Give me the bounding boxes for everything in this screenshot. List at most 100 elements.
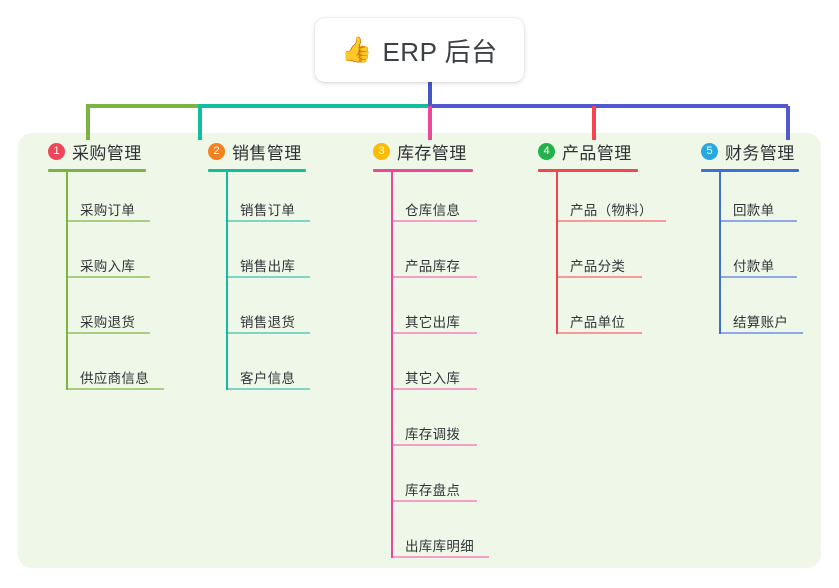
branch-item-label: 产品分类	[570, 259, 626, 274]
branch-item[interactable]: 客户信息	[228, 340, 354, 396]
branch-item[interactable]: 采购入库	[68, 228, 194, 284]
branch-header-2[interactable]: 2 销售管理	[204, 133, 354, 169]
branch-item-label: 销售出库	[240, 259, 296, 274]
branch-stem	[66, 172, 68, 390]
branch-item-label: 付款单	[733, 259, 775, 274]
branch-item-label: 采购入库	[80, 259, 136, 274]
branch-column-4: 4 产品管理产品（物料） 产品分类产品单位	[534, 133, 694, 340]
branch-item[interactable]: 产品（物料）	[558, 172, 694, 228]
branch-header-rule	[373, 169, 473, 172]
branch-item[interactable]: 销售出库	[228, 228, 354, 284]
branch-stem	[226, 172, 228, 390]
branch-items: 采购订单采购入库采购退货供应商信息	[44, 172, 194, 396]
branch-item-rule	[228, 332, 310, 334]
branch-title: 库存管理	[397, 143, 467, 163]
branch-title: 产品管理	[562, 143, 632, 163]
branch-item[interactable]: 其它入库	[393, 340, 529, 396]
branch-stem	[391, 172, 393, 558]
branch-item-label: 仓库信息	[405, 203, 461, 218]
thumbs-up-icon: 👍	[341, 35, 373, 64]
branch-column-3: 3 库存管理仓库信息产品库存其它出库其它入库库存调拨库存盘点出库库明细	[369, 133, 529, 564]
connector-drop-4	[592, 106, 596, 140]
connector-bus-right	[428, 104, 788, 108]
branch-item-label: 采购订单	[80, 203, 136, 218]
branch-item-label: 其它出库	[405, 315, 461, 330]
branch-item-rule	[393, 276, 477, 278]
branch-item-label: 产品（物料）	[570, 203, 653, 218]
branch-item-rule	[393, 332, 477, 334]
branch-number-badge: 1	[48, 142, 65, 160]
branch-stem	[719, 172, 721, 334]
branch-item-rule	[558, 276, 642, 278]
branch-item-label: 结算账户	[733, 315, 789, 330]
branch-item-label: 客户信息	[240, 371, 296, 386]
branch-header-5[interactable]: 5 财务管理	[697, 133, 839, 169]
branch-item[interactable]: 其它出库	[393, 284, 529, 340]
branch-item[interactable]: 销售退货	[228, 284, 354, 340]
branch-item-label: 库存调拨	[405, 427, 461, 442]
branch-column-2: 2 销售管理销售订单销售出库销售退货客户信息	[204, 133, 354, 396]
branch-item-label: 其它入库	[405, 371, 461, 386]
connector-bus-left	[86, 104, 200, 108]
branch-item[interactable]: 付款单	[721, 228, 839, 284]
branch-item[interactable]: 库存调拨	[393, 396, 529, 452]
branch-item[interactable]: 供应商信息	[68, 340, 194, 396]
branch-title: 销售管理	[232, 143, 302, 163]
root-node-card[interactable]: 👍 ERP 后台	[315, 18, 524, 82]
branch-item[interactable]: 结算账户	[721, 284, 839, 340]
branch-header-3[interactable]: 3 库存管理	[369, 133, 529, 169]
branch-item-label: 销售订单	[240, 203, 296, 218]
branch-item-rule	[228, 388, 310, 390]
branch-item-rule	[228, 276, 310, 278]
branch-item-rule	[68, 276, 150, 278]
root-connector-stem	[428, 82, 432, 106]
connector-drop-1	[86, 106, 90, 140]
branch-item[interactable]: 产品分类	[558, 228, 694, 284]
branch-number-badge: 5	[701, 142, 718, 160]
branch-item-rule	[68, 332, 150, 334]
branch-item-rule	[721, 332, 803, 334]
branch-item-rule	[393, 556, 489, 558]
branch-item-label: 回款单	[733, 203, 775, 218]
branch-number-badge: 4	[538, 142, 555, 160]
branch-item-rule	[558, 332, 642, 334]
branch-item-label: 产品单位	[570, 315, 626, 330]
branch-item-label: 出库库明细	[405, 539, 474, 554]
branch-header-4[interactable]: 4 产品管理	[534, 133, 694, 169]
branch-column-5: 5 财务管理回款单付款单结算账户	[697, 133, 839, 340]
branch-item-label: 产品库存	[405, 259, 461, 274]
branch-item[interactable]: 仓库信息	[393, 172, 529, 228]
branch-stem	[556, 172, 558, 334]
connector-drop-3	[428, 106, 432, 140]
branch-item-rule	[721, 276, 797, 278]
branch-item[interactable]: 库存盘点	[393, 452, 529, 508]
branch-item[interactable]: 出库库明细	[393, 508, 529, 564]
branch-header-rule	[208, 169, 306, 172]
branch-item[interactable]: 销售订单	[228, 172, 354, 228]
connector-drop-2	[198, 106, 202, 140]
branch-item-rule	[393, 500, 477, 502]
branch-item-rule	[228, 220, 310, 222]
branch-item[interactable]: 采购退货	[68, 284, 194, 340]
branch-number-badge: 2	[208, 142, 225, 160]
branch-item-label: 库存盘点	[405, 483, 461, 498]
branch-items: 产品（物料） 产品分类产品单位	[534, 172, 694, 340]
branch-item-rule	[558, 220, 666, 222]
branch-header-rule	[48, 169, 146, 172]
branch-item-rule	[393, 220, 477, 222]
branch-item[interactable]: 回款单	[721, 172, 839, 228]
branch-item[interactable]: 产品库存	[393, 228, 529, 284]
branch-item[interactable]: 采购订单	[68, 172, 194, 228]
branch-number-badge: 3	[373, 142, 390, 160]
branch-item[interactable]: 产品单位	[558, 284, 694, 340]
branch-title: 财务管理	[725, 143, 795, 163]
branch-item-label: 供应商信息	[80, 371, 149, 386]
branch-item-rule	[68, 388, 164, 390]
branch-items: 回款单付款单结算账户	[697, 172, 839, 340]
branch-items: 销售订单销售出库销售退货客户信息	[204, 172, 354, 396]
branch-item-label: 销售退货	[240, 315, 296, 330]
root-node-title: ERP 后台	[382, 36, 498, 67]
branch-header-rule	[701, 169, 799, 172]
